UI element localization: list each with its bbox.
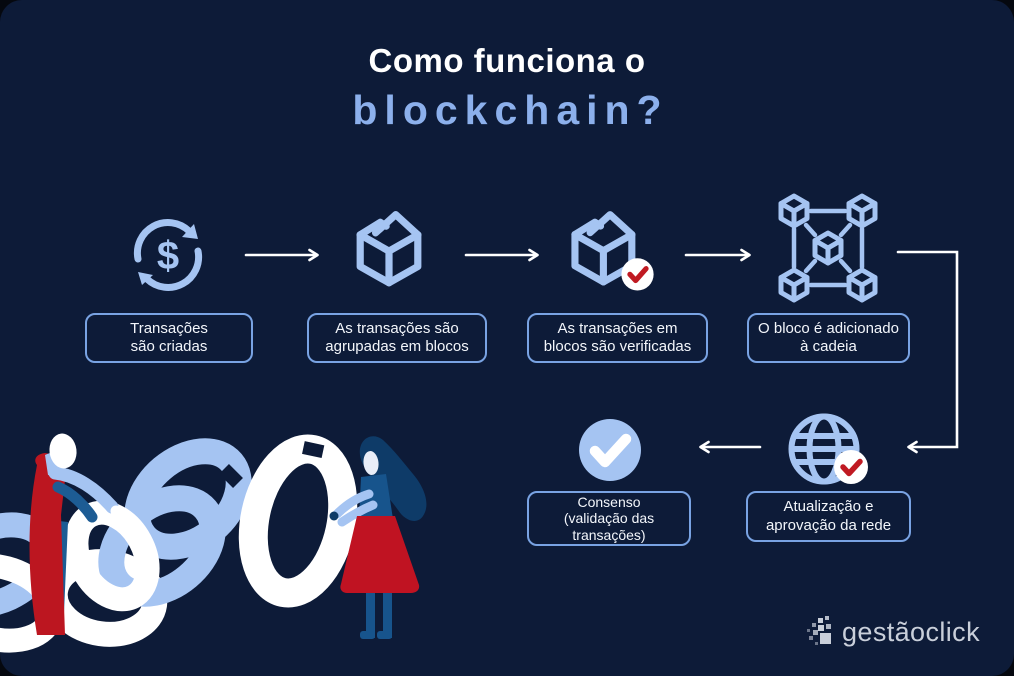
dollar-cycle-icon: $ <box>133 219 203 291</box>
title-line-1: Como funciona o <box>368 42 646 79</box>
pixel-cube-icon <box>807 616 831 645</box>
red-check-icon <box>834 450 868 484</box>
block-cube-icon <box>356 211 422 287</box>
title-line-2: blockchain? <box>352 87 669 133</box>
gestaoclick-logo: gestãoclick <box>804 616 980 648</box>
dollar-symbol: $ <box>157 234 179 278</box>
step-label-grouped-in-blocks: As transações são agrupadas em blocos <box>307 313 487 363</box>
step-label-block-added: O bloco é adicionado à cadeia <box>747 313 910 363</box>
step-label-consensus: Consenso (validação das transações) <box>527 491 691 546</box>
step-label-blocks-verified: As transações em blocos são verificadas <box>527 313 708 363</box>
step-label-network-update: Atualização e aprovação da rede <box>746 491 911 542</box>
people-chain-illustration <box>0 433 427 653</box>
step-label-transactions-created: Transações são criadas <box>85 313 253 363</box>
red-check-icon <box>621 258 654 291</box>
check-icon <box>589 433 632 468</box>
blockchain-network-icon <box>773 193 883 303</box>
globe-check-icon <box>788 413 868 485</box>
woman-figure <box>238 434 427 639</box>
man-figure <box>29 433 122 635</box>
logo-text: gestãoclick <box>842 616 980 647</box>
page-title: Como funciona o blockchain? <box>0 42 1014 134</box>
block-cube-check-icon <box>571 211 654 291</box>
check-circle-icon <box>579 419 641 481</box>
